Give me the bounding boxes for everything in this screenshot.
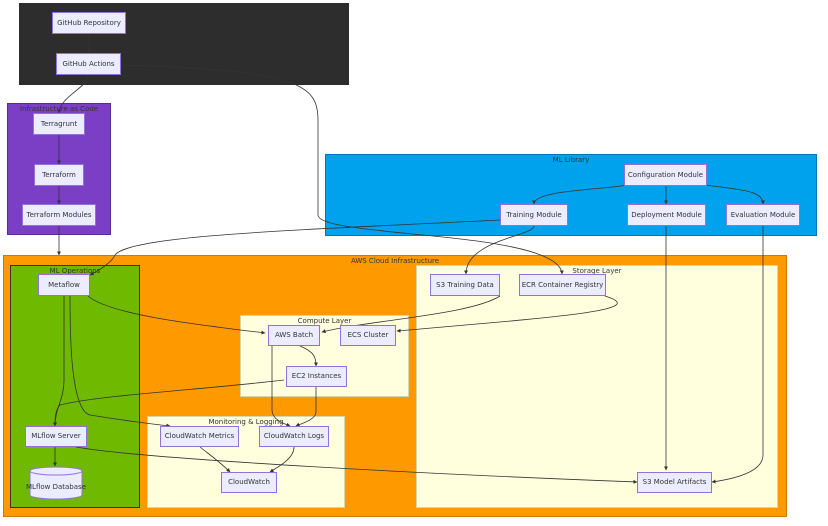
cloudwatch-metrics-label: CloudWatch Metrics <box>164 432 235 440</box>
github-repository-node[interactable]: GitHub Repository <box>52 12 126 34</box>
s3-training-data-label: S3 Training Data <box>436 280 494 289</box>
evaluation-module-label: Evaluation Module <box>730 210 796 219</box>
mlflow-server-node[interactable]: MLflow Server <box>25 426 87 447</box>
deployment-module-label: Deployment Module <box>631 210 702 219</box>
terraform-modules-label: Terraform Modules <box>26 210 92 219</box>
cloudwatch-logs-label: CloudWatch Logs <box>263 432 325 440</box>
aws-batch-label: AWS Batch <box>274 331 314 339</box>
github-actions-label: GitHub Actions <box>62 59 115 68</box>
edge-ec2-to-cwlogs <box>295 387 317 427</box>
terraform-node[interactable]: Terraform <box>34 164 84 186</box>
training-module-node[interactable]: Training Module <box>500 204 568 226</box>
ec2-instances-label: EC2 Instances <box>291 372 342 380</box>
edge-ec2-to-mlflow <box>53 379 285 427</box>
metaflow-label: Metaflow <box>48 280 80 289</box>
compute-cluster-title: Compute Layer <box>297 317 352 325</box>
edge-metaflow-to-batch <box>87 295 266 335</box>
ec2-instances-node[interactable]: EC2 Instances <box>286 366 347 387</box>
cloudwatch-label: CloudWatch <box>228 478 270 486</box>
edge-batch-to-cwlogs <box>271 346 291 427</box>
ml-library-cluster-title: ML Library <box>552 156 590 164</box>
edge-mlflow-to-s3artifacts <box>75 446 638 484</box>
mlflow-database-label: MLflow Database <box>26 482 86 491</box>
ecr-container-registry-label: ECR Container Registry <box>521 280 604 289</box>
mlflow-database-node[interactable]: MLflow Database <box>26 466 86 500</box>
cloudwatch-metrics-node[interactable]: CloudWatch Metrics <box>160 426 239 447</box>
monitoring-cluster-title: Monitoring & Logging <box>208 418 284 426</box>
ecr-container-registry-node[interactable]: ECR Container Registry <box>519 274 606 296</box>
github-repository-label: GitHub Repository <box>57 18 121 27</box>
mlflow-server-label: MLflow Server <box>31 432 81 440</box>
s3-model-artifacts-node[interactable]: S3 Model Artifacts <box>637 472 712 493</box>
edge-config-to-evaluation <box>705 184 765 205</box>
terragrunt-label: Terragrunt <box>40 119 78 128</box>
edge-actions-to-ecr <box>120 64 564 275</box>
s3-model-artifacts-label: S3 Model Artifacts <box>642 478 707 486</box>
iac-cluster-title: Infrastructure as Code <box>19 105 99 113</box>
terraform-label: Terraform <box>42 170 76 179</box>
edge-ecr-to-ecs <box>396 295 618 333</box>
training-module-label: Training Module <box>506 210 562 219</box>
edge-cwmetrics-to-cloudwatch <box>199 446 231 473</box>
cloudwatch-node[interactable]: CloudWatch <box>221 472 277 493</box>
edge-actions-to-terragrunt <box>57 74 89 114</box>
deployment-module-node[interactable]: Deployment Module <box>627 204 706 226</box>
configuration-module-node[interactable]: Configuration Module <box>624 164 707 186</box>
storage-cluster-title: Storage Layer <box>572 267 622 275</box>
ecs-cluster-node[interactable]: ECS Cluster <box>340 325 396 346</box>
github-actions-node[interactable]: GitHub Actions <box>56 53 121 75</box>
database-cylinder-icon <box>29 466 83 500</box>
configuration-module-label: Configuration Module <box>627 170 704 179</box>
edge-evaluation-to-s3artifacts <box>711 226 764 484</box>
terragrunt-node[interactable]: Terragrunt <box>33 113 85 135</box>
metaflow-node[interactable]: Metaflow <box>38 274 90 296</box>
evaluation-module-node[interactable]: Evaluation Module <box>726 204 800 226</box>
terraform-modules-node[interactable]: Terraform Modules <box>22 204 96 226</box>
edge-training-to-metaflow <box>89 219 501 276</box>
aws-batch-node[interactable]: AWS Batch <box>268 325 320 346</box>
aws-cluster-title: AWS Cloud Infrastructure <box>350 257 440 265</box>
s3-training-data-node[interactable]: S3 Training Data <box>430 274 500 296</box>
edge-metaflow-to-cwmetrics <box>69 295 171 428</box>
edge-batch-to-ec2 <box>299 345 318 367</box>
cloudwatch-logs-node[interactable]: CloudWatch Logs <box>259 426 329 447</box>
edge-metaflow-to-mlflow <box>53 296 65 427</box>
edge-cwlogs-to-cloudwatch <box>269 446 295 473</box>
edge-training-to-s3data <box>464 225 535 275</box>
edge-config-to-training <box>532 184 629 205</box>
ecs-cluster-label: ECS Cluster <box>347 331 389 339</box>
ml-operations-cluster-title: ML Operations <box>49 267 101 275</box>
